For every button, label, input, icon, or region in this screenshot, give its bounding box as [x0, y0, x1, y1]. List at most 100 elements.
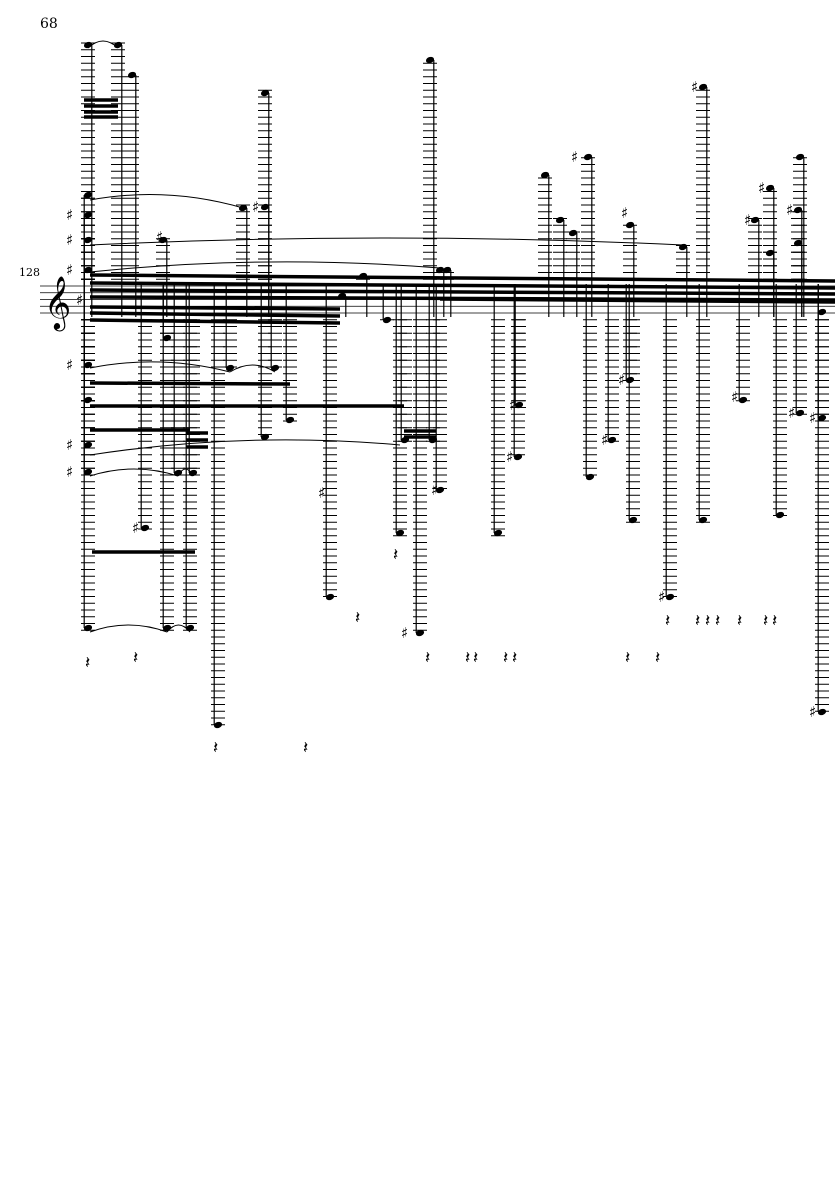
notehead — [817, 708, 827, 716]
notehead — [750, 216, 760, 224]
quarter-rest-icon: 𝄽 — [625, 648, 630, 668]
beams — [84, 98, 835, 554]
notehead — [358, 272, 368, 280]
notehead — [173, 469, 183, 477]
notehead — [83, 396, 93, 404]
tie — [89, 361, 231, 373]
notehead — [665, 593, 675, 601]
sharp-icon: ♯ — [401, 624, 408, 642]
notehead — [395, 529, 405, 537]
notehead — [607, 436, 617, 444]
sharp-icon: ♯ — [66, 206, 73, 224]
quarter-rest-icon: 𝄽 — [695, 611, 700, 631]
beam — [89, 381, 291, 386]
quarter-rest-icon: 𝄽 — [473, 648, 478, 668]
sharp-icon: ♯ — [621, 204, 628, 222]
notehead — [678, 243, 688, 251]
notehead — [793, 239, 803, 247]
sharp-icon: ♯ — [132, 519, 139, 537]
quarter-rest-icon: 𝄽 — [393, 545, 398, 565]
notehead — [260, 89, 270, 97]
sharp-icon: ♯ — [156, 228, 163, 246]
quarter-rest-icon: 𝄽 — [303, 738, 308, 758]
notehead — [568, 229, 578, 237]
sharp-icon: ♯ — [618, 371, 625, 389]
tie — [87, 40, 119, 49]
notehead — [793, 206, 803, 214]
quarter-rest-icon: 𝄽 — [665, 611, 670, 631]
notehead — [213, 721, 223, 729]
notehead — [382, 316, 392, 324]
notehead — [270, 364, 280, 372]
notehead — [285, 416, 295, 424]
beam — [89, 288, 835, 296]
notehead — [765, 184, 775, 192]
rests: 𝄽𝄽𝄽𝄽𝄽𝄽𝄽𝄽𝄽𝄽𝄽𝄽𝄽𝄽𝄽𝄽𝄽𝄽𝄽𝄽 — [85, 545, 777, 758]
treble-clef-icon: 𝄞 — [44, 275, 71, 331]
notehead — [83, 468, 93, 476]
tie — [229, 364, 276, 373]
notehead — [188, 469, 198, 477]
notehead — [140, 524, 150, 532]
beam — [89, 305, 341, 311]
quarter-rest-icon: 𝄽 — [465, 648, 470, 668]
notehead — [83, 441, 93, 449]
quarter-rest-icon: 𝄽 — [715, 611, 720, 631]
notehead — [425, 56, 435, 64]
notehead — [795, 153, 805, 161]
notehead — [555, 216, 565, 224]
notehead — [795, 409, 805, 417]
sharp-icon: ♯ — [66, 463, 73, 481]
sharp-icon: ♯ — [318, 484, 325, 502]
notehead — [738, 396, 748, 404]
notehead — [127, 71, 137, 79]
stems — [83, 45, 819, 725]
notehead — [225, 364, 235, 372]
notehead — [435, 266, 445, 274]
notehead — [698, 83, 708, 91]
notehead — [83, 236, 93, 244]
ties — [87, 40, 684, 633]
tie — [89, 468, 179, 477]
quarter-rest-icon: 𝄽 — [213, 738, 218, 758]
quarter-rest-icon: 𝄽 — [705, 611, 710, 631]
notehead — [625, 221, 635, 229]
sharp-icon: ♯ — [252, 198, 259, 216]
tie — [89, 261, 441, 273]
notehead — [162, 334, 172, 342]
sharp-icon: ♯ — [506, 448, 513, 466]
quarter-rest-icon: 𝄽 — [503, 648, 508, 668]
beam — [89, 281, 835, 290]
accidentals: ♯♯♯♯♯♯♯♯♯♯♯♯♯♯♯♯♯♯♯♯♯♯♯♯♯♯♯♯ — [66, 78, 816, 721]
sharp-icon: ♯ — [758, 179, 765, 197]
tie — [89, 237, 684, 246]
tie — [89, 194, 244, 209]
notehead — [435, 486, 445, 494]
notehead — [817, 414, 827, 422]
notehead — [442, 266, 452, 274]
ledger-lines — [81, 42, 829, 726]
sharp-icon: ♯ — [601, 431, 608, 449]
sharp-icon: ♯ — [744, 211, 751, 229]
notehead — [817, 308, 827, 316]
notehead — [400, 436, 410, 444]
sharp-icon: ♯ — [66, 356, 73, 374]
beam — [89, 273, 835, 283]
quarter-rest-icon: 𝄽 — [85, 653, 90, 673]
sharp-icon: ♯ — [66, 261, 73, 279]
beam — [439, 297, 835, 304]
sharp-icon: ♯ — [509, 396, 516, 414]
sharp-icon: ♯ — [66, 231, 73, 249]
sharp-icon: ♯ — [809, 409, 816, 427]
tie — [89, 439, 401, 456]
tie — [166, 624, 191, 633]
notehead — [337, 292, 347, 300]
quarter-rest-icon: 𝄽 — [512, 648, 517, 668]
quarter-rest-icon: 𝄽 — [425, 648, 430, 668]
sharp-icon: ♯ — [431, 481, 438, 499]
notehead — [540, 171, 550, 179]
notehead — [585, 473, 595, 481]
notehead — [775, 511, 785, 519]
sharp-icon: ♯ — [571, 148, 578, 166]
